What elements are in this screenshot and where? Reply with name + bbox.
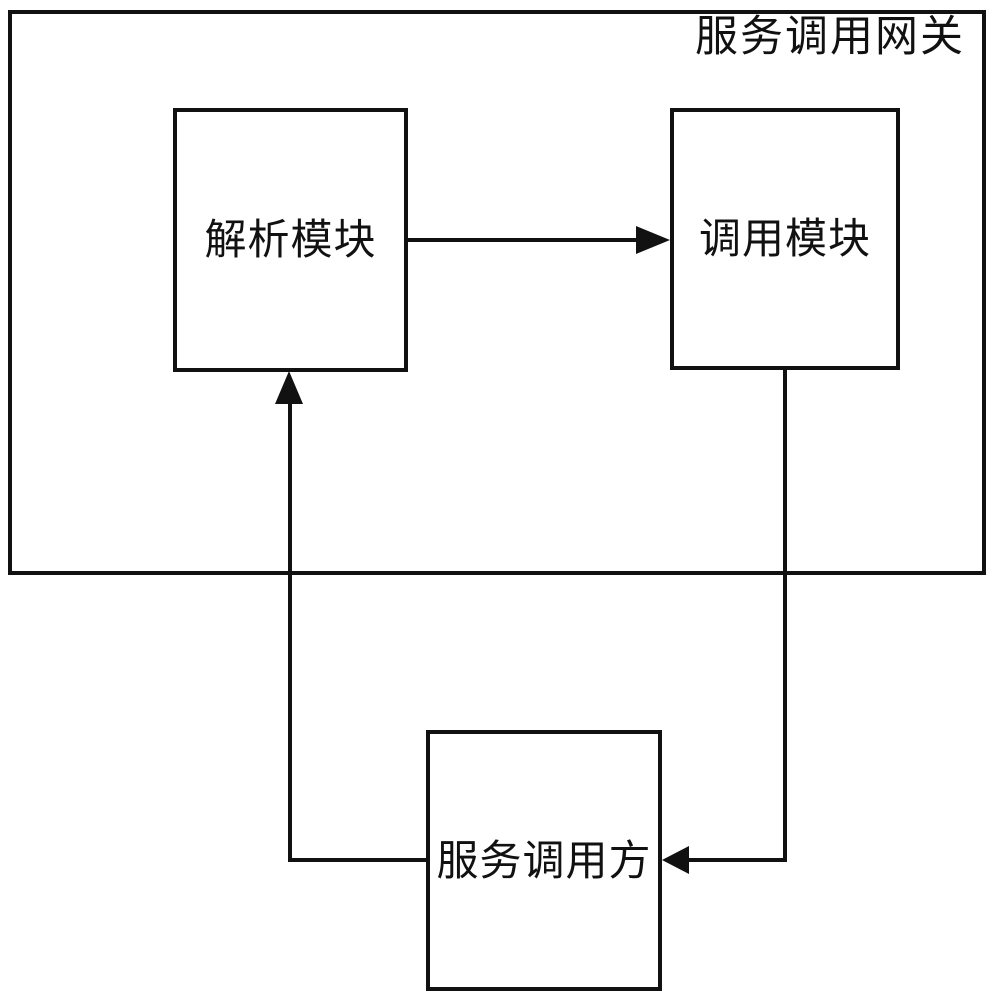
edge-call-to-caller-vertical-line: [783, 368, 787, 862]
call-module-label: 调用模块: [698, 214, 871, 263]
arrowhead-right-icon: [636, 226, 670, 254]
service-caller-label: 服务调用方: [436, 835, 652, 885]
gateway-container-box: [8, 10, 986, 575]
edge-caller-to-parse-vertical-line: [288, 402, 292, 862]
node-call-module: 调用模块: [670, 108, 900, 370]
node-service-caller: 服务调用方: [426, 730, 662, 991]
parse-module-label: 解析模块: [204, 215, 377, 264]
arrowhead-up-icon: [275, 371, 303, 404]
gateway-label: 服务调用网关: [695, 12, 965, 62]
edge-caller-to-parse-horizontal-line: [290, 858, 426, 862]
edge-call-to-caller-horizontal-line: [684, 858, 787, 862]
node-parse-module: 解析模块: [173, 108, 408, 372]
arrowhead-left-icon: [662, 846, 689, 874]
edge-parse-to-call-line: [408, 238, 638, 242]
